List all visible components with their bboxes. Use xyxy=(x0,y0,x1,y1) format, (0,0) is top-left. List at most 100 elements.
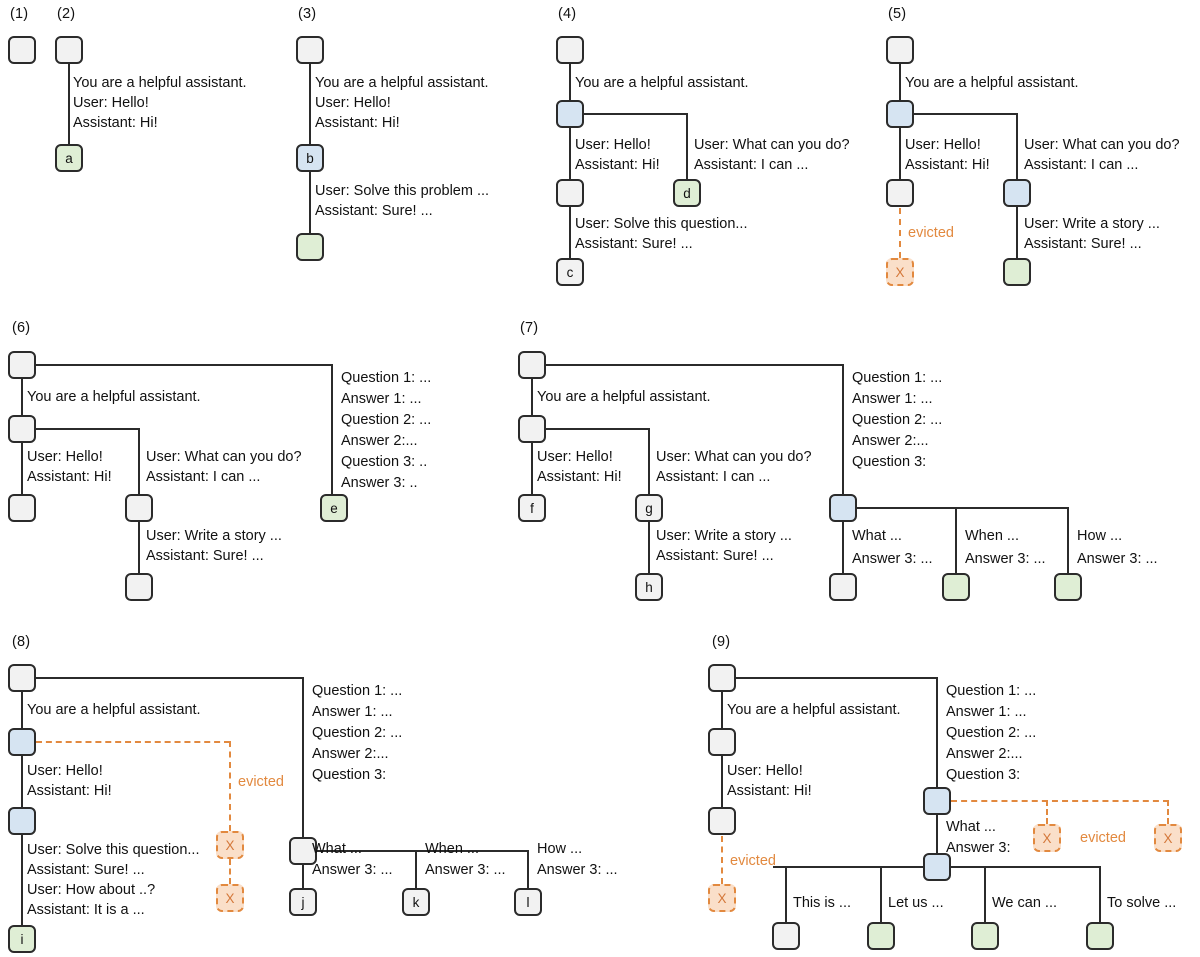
p4-edge-root-shared xyxy=(569,64,571,100)
p6-node-shared[interactable] xyxy=(8,415,36,443)
p7-edge-qa-children-h xyxy=(857,507,1069,509)
p5-text-whatcan: User: What can you do? xyxy=(1024,137,1180,153)
p5-edge-branch-v xyxy=(1016,113,1018,179)
p5-node-mid[interactable] xyxy=(886,179,914,207)
p8-evicted-block-2[interactable]: X xyxy=(216,884,244,912)
p8-node-leaf-k[interactable]: k xyxy=(402,888,430,916)
p6-edge-root-qa-h xyxy=(36,364,333,366)
p8-node-leaf-l[interactable]: l xyxy=(514,888,542,916)
p9-node-mid[interactable] xyxy=(708,807,736,835)
p5-node-branch[interactable] xyxy=(1003,179,1031,207)
p8-node-root[interactable] xyxy=(8,664,36,692)
p6-text-sure: Assistant: Sure! ... xyxy=(146,548,264,564)
p5-node-leaf[interactable] xyxy=(1003,258,1031,286)
p9-node-shared[interactable] xyxy=(708,728,736,756)
p8-text-how: How ... xyxy=(537,841,583,857)
p4-node-leaf-d[interactable]: d xyxy=(673,179,701,207)
p8-edge-qa-children-h xyxy=(317,850,529,852)
p7-node-root[interactable] xyxy=(518,351,546,379)
p9-text-hello: User: Hello! xyxy=(727,763,803,779)
p9-text-what-a3: Answer 3: xyxy=(946,840,1011,856)
p9-edge-letus-v xyxy=(880,866,882,922)
p6-text-a2: Answer 2:... xyxy=(341,433,418,449)
p5-evicted-block-1[interactable]: X xyxy=(886,258,914,286)
p7-edge-g-h2 xyxy=(648,522,650,573)
p7-node-qa-branch[interactable] xyxy=(829,494,857,522)
p2-text-hello: User: Hello! xyxy=(73,95,149,111)
p9-node-qa-branch[interactable] xyxy=(923,787,951,815)
p6-text-a1: Answer 1: ... xyxy=(341,391,422,407)
p8-node-leaf-j[interactable]: j xyxy=(289,888,317,916)
p8-node-mid[interactable] xyxy=(8,807,36,835)
p9-node-root[interactable] xyxy=(708,664,736,692)
p6-node-leaf-left[interactable] xyxy=(8,494,36,522)
p9-edge-evicted-h xyxy=(951,800,1169,802)
p3-node-leaf[interactable] xyxy=(296,233,324,261)
p9-text-what: What ... xyxy=(946,819,996,835)
p2-edge-root-a xyxy=(68,64,70,144)
p8-text-system: You are a helpful assistant. xyxy=(27,702,201,718)
p4-node-shared[interactable] xyxy=(556,100,584,128)
p7-node-leaf-how[interactable] xyxy=(1054,573,1082,601)
p8-text-q3: Question 3: xyxy=(312,767,387,783)
p9-evicted-block-3[interactable]: X xyxy=(1154,824,1182,852)
p5-text-sure: Assistant: Sure! ... xyxy=(1024,236,1142,252)
p9-node-what-branch[interactable] xyxy=(923,853,951,881)
p8-node-shared[interactable] xyxy=(8,728,36,756)
p6-edge-root-shared xyxy=(21,379,23,415)
p7-node-shared[interactable] xyxy=(518,415,546,443)
p7-node-leaf-what[interactable] xyxy=(829,573,857,601)
p4-node-mid[interactable] xyxy=(556,179,584,207)
p8-text-hello: User: Hello! xyxy=(27,763,103,779)
p9-text-letus: Let us ... xyxy=(888,895,944,911)
p6-node-leaf-e[interactable]: e xyxy=(320,494,348,522)
p6-node-mid[interactable] xyxy=(125,494,153,522)
p4-edge-mid-c xyxy=(569,207,571,258)
p7-text-hello: User: Hello! xyxy=(537,449,613,465)
p5-node-shared[interactable] xyxy=(886,100,914,128)
p9-evicted-block-2[interactable]: X xyxy=(1033,824,1061,852)
p6-text-hi: Assistant: Hi! xyxy=(27,469,112,485)
p1-node-root[interactable] xyxy=(8,36,36,64)
p5-text-hi: Assistant: Hi! xyxy=(905,157,990,173)
p8-node-leaf-i[interactable]: i xyxy=(8,925,36,953)
p7-edge-root-shared xyxy=(531,379,533,415)
p7-node-leaf-h[interactable]: h xyxy=(635,573,663,601)
p8-edge-shared-mid xyxy=(21,756,23,807)
p4-node-leaf-c[interactable]: c xyxy=(556,258,584,286)
p4-node-root[interactable] xyxy=(556,36,584,64)
p9-text-a1: Answer 1: ... xyxy=(946,704,1027,720)
p5-edge-evicted-dashed xyxy=(899,208,901,258)
p8-text-what: What ... xyxy=(312,841,362,857)
p6-text-q2: Question 2: ... xyxy=(341,412,432,428)
p7-text-a2: Answer 2:... xyxy=(852,433,929,449)
p9-node-leaf-letus[interactable] xyxy=(867,922,895,950)
p7-node-leaf-when[interactable] xyxy=(942,573,970,601)
p9-node-leaf-tosolve[interactable] xyxy=(1086,922,1114,950)
p7-text-whatcan: User: What can you do? xyxy=(656,449,812,465)
p9-edge-evicted-left-v xyxy=(721,836,723,884)
p7-edge-when-v xyxy=(955,507,957,573)
p7-node-g[interactable]: g xyxy=(635,494,663,522)
p2-node-leaf-a[interactable]: a xyxy=(55,144,83,172)
p2-node-root[interactable] xyxy=(55,36,83,64)
p5-node-root[interactable] xyxy=(886,36,914,64)
p6-node-leaf-mid[interactable] xyxy=(125,573,153,601)
p6-node-root[interactable] xyxy=(8,351,36,379)
p3-node-b[interactable]: b xyxy=(296,144,324,172)
p9-node-leaf-this[interactable] xyxy=(772,922,800,950)
p8-edge-l-v xyxy=(527,850,529,888)
panel-6-label: (6) xyxy=(12,320,31,336)
p3-text-hi: Assistant: Hi! xyxy=(315,115,400,131)
p9-node-leaf-wecan[interactable] xyxy=(971,922,999,950)
p8-node-qa-branch[interactable] xyxy=(289,837,317,865)
p7-edge-how-v xyxy=(1067,507,1069,573)
p9-text-q1: Question 1: ... xyxy=(946,683,1037,699)
p9-evicted-block-1[interactable]: X xyxy=(708,884,736,912)
p6-edge-mid-leafmid xyxy=(138,522,140,573)
p6-text-writestory: User: Write a story ... xyxy=(146,528,282,544)
p7-node-leaf-f[interactable]: f xyxy=(518,494,546,522)
p3-node-root[interactable] xyxy=(296,36,324,64)
p8-evicted-block-1[interactable]: X xyxy=(216,831,244,859)
p8-edge-root-shared xyxy=(21,692,23,728)
